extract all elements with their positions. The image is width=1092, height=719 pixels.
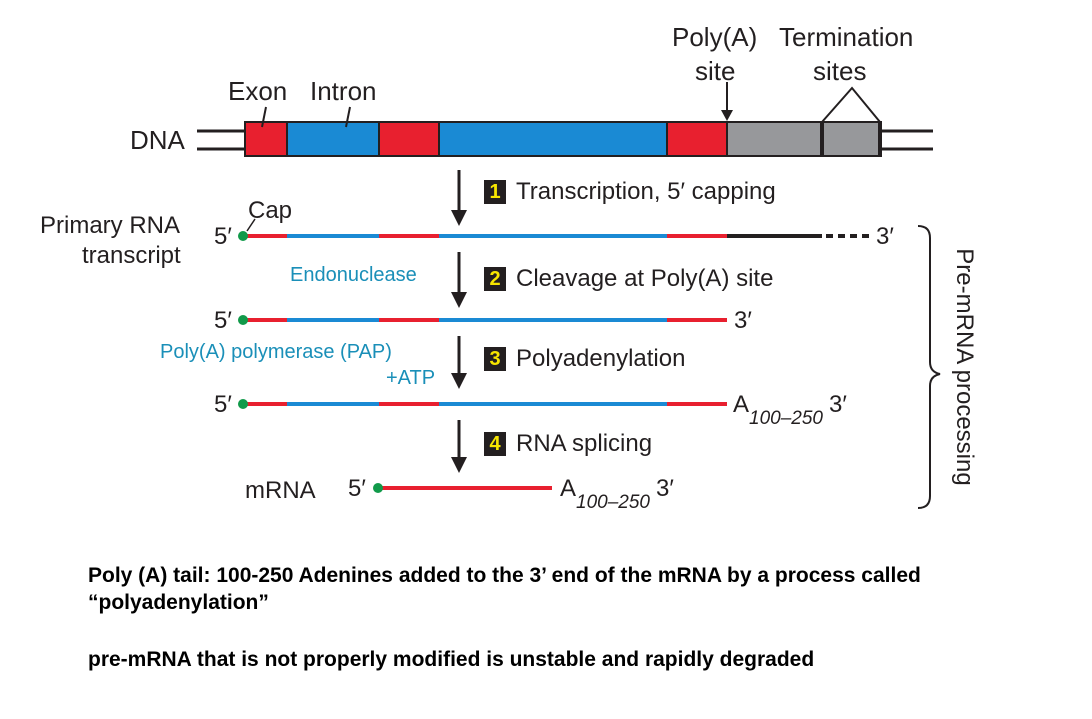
cap-dot — [238, 315, 248, 325]
dna-exon-2 — [378, 121, 440, 157]
primary-transcript-label-line2: transcript — [82, 242, 181, 269]
dna-label: DNA — [130, 125, 185, 155]
dna-exon-3 — [666, 121, 728, 157]
step-4-label: RNA splicing — [516, 430, 653, 457]
polya-site-arrow — [721, 82, 733, 121]
intron-label: Intron — [310, 76, 377, 106]
primary-five-prime: 5′ — [214, 223, 232, 250]
cap-pointer — [246, 218, 256, 232]
step-1-badge: 1 — [484, 180, 506, 204]
step-3: 3 Polyadenylation — [484, 347, 685, 371]
primary-transcript-label-line1: Primary RNA — [40, 212, 181, 239]
cleaved-three-prime: 3′ — [734, 307, 752, 334]
polyadenylated-transcript-line — [238, 399, 727, 409]
endonuclease-label: Endonuclease — [290, 264, 417, 286]
pre-mrna-processing-label: Pre-mRNA processing — [951, 248, 978, 486]
pre-mrna-processing-bracket — [917, 225, 941, 509]
polya-site-label-line2: site — [695, 56, 736, 86]
dna-downstream-region — [726, 121, 882, 157]
step-2: 2 Cleavage at Poly(A) site — [484, 267, 773, 291]
polya-site-label-line1: Poly(A) — [672, 22, 758, 52]
polya-tail-label: A100–2503′ — [733, 391, 847, 429]
step-1: 1 Transcription, 5′ capping — [484, 180, 776, 204]
caption-polya-tail: Poly (A) tail: 100-250 Adenines added to… — [88, 564, 921, 614]
dna-gene-bar — [244, 121, 882, 157]
primary-three-prime: 3′ — [876, 223, 894, 250]
dna-exon-1 — [244, 121, 288, 157]
cleaved-transcript-line — [238, 315, 727, 325]
atp-label: +ATP — [386, 367, 436, 389]
termination-sites-label-line1: Termination — [779, 22, 914, 52]
step-1-label: Transcription, 5′ capping — [516, 178, 776, 205]
primary-transcript-line — [238, 218, 870, 241]
cleaved-five-prime: 5′ — [214, 307, 232, 334]
mrna-label: mRNA — [245, 477, 316, 504]
cap-dot — [238, 231, 248, 241]
step-3-badge: 3 — [484, 347, 506, 371]
step-4: 4 RNA splicing — [484, 432, 652, 456]
mrna-line — [373, 483, 552, 493]
termination-sites-pointer — [821, 86, 881, 123]
cap-dot — [373, 483, 383, 493]
polya-tail-length: 100–250 — [749, 408, 823, 429]
pap-label: Poly(A) polymerase (PAP) — [160, 341, 392, 363]
step-2-badge: 2 — [484, 267, 506, 291]
mrna-five-prime: 5′ — [348, 475, 366, 502]
polya-tail-a: A — [733, 391, 750, 418]
step-3-label: Polyadenylation — [516, 345, 686, 372]
cap-label: Cap — [248, 197, 293, 224]
step-2-label: Cleavage at Poly(A) site — [516, 265, 774, 292]
exon-pointer — [261, 106, 267, 128]
intron-pointer — [345, 106, 351, 128]
step-arrows — [451, 170, 467, 473]
mrna-polya-tail-label: A100–2503′ — [560, 475, 674, 513]
termination-sites-label-line2: sites — [813, 56, 867, 86]
mrna-three-prime: 3′ — [655, 475, 674, 502]
exon-label: Exon — [228, 76, 288, 106]
dna-strand-lines — [197, 129, 933, 151]
dna-intron-1 — [286, 121, 380, 157]
step-4-badge: 4 — [484, 432, 506, 456]
mrna-polya-tail-length: 100–250 — [576, 492, 650, 513]
polya-three-prime: 3′ — [828, 391, 847, 418]
polya-five-prime: 5′ — [214, 391, 232, 418]
mrna-polya-tail-a: A — [560, 475, 577, 502]
caption-unstable-pre-mrna: pre-mRNA that is not properly modified i… — [88, 648, 815, 671]
dna-intron-2 — [438, 121, 668, 157]
cap-dot — [238, 399, 248, 409]
